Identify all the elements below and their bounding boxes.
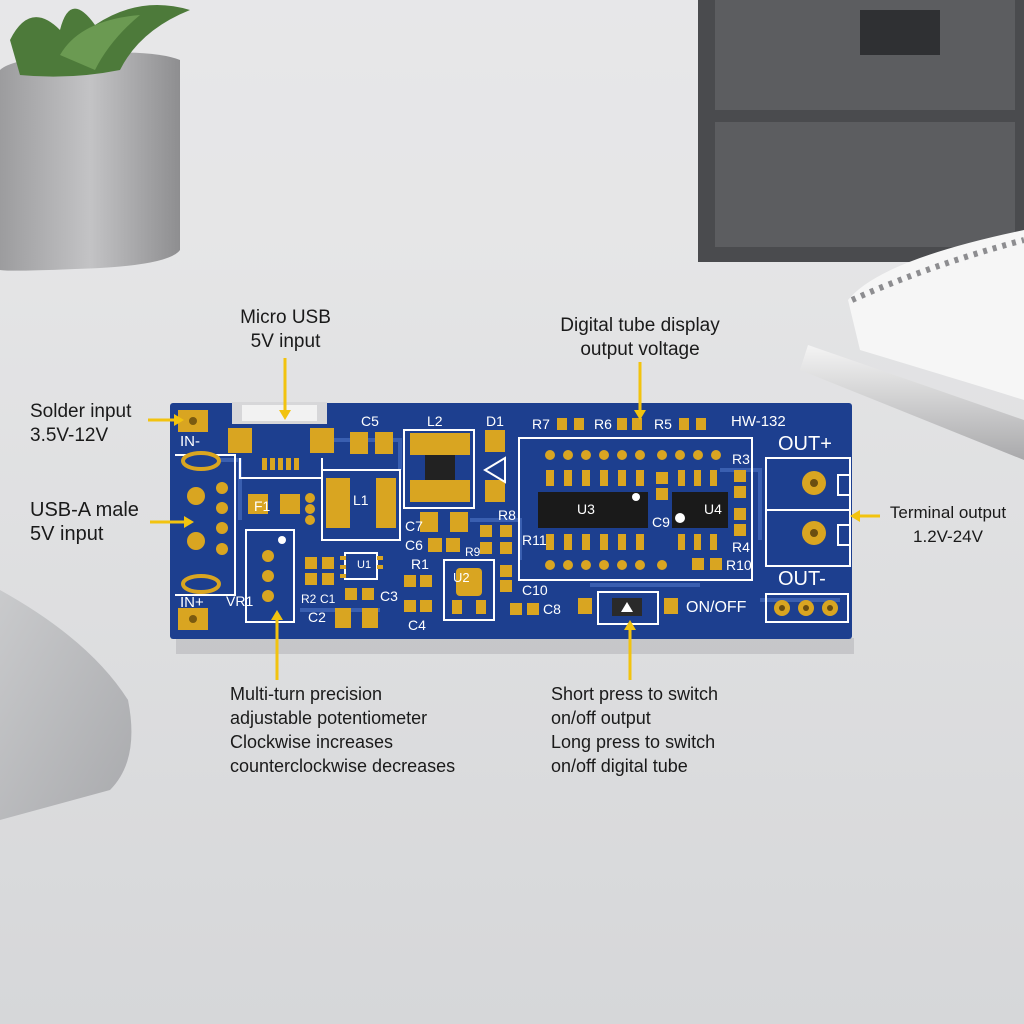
terminal-output-callout: Terminal output 1.2V-24V [878, 501, 1018, 549]
micro-usb-callout-line-1: Micro USB [240, 307, 331, 328]
terminal-output-callout-line-2: 1.2V-24V [913, 527, 983, 546]
potentiometer-callout-line-4: counterclockwise decreases [230, 756, 456, 776]
designator-c2: C2 [308, 609, 326, 625]
designator-r6: R6 [594, 416, 612, 432]
solder-input-callout: Solder input 3.5V-12V [30, 400, 131, 448]
notebook-decor [848, 230, 1024, 400]
designator-r9: R9 [465, 545, 481, 559]
switch-callout-line-4: on/off digital tube [551, 756, 688, 776]
designator-u1: U1 [357, 559, 371, 571]
designator-r11: R11 [522, 532, 547, 548]
designator-r10: R10 [726, 557, 752, 573]
designator-u4: U4 [704, 501, 722, 517]
designator-r7: R7 [532, 416, 550, 432]
designator-r2: R2 [301, 592, 317, 606]
laptop-decor [0, 590, 132, 820]
usb-a-callout: USB-A male 5V input [30, 498, 139, 546]
designator-c5: C5 [361, 413, 379, 429]
designator-r5: R5 [654, 416, 672, 432]
usb-a-callout-line-2: 5V input [30, 523, 104, 545]
designator-c1: C1 [320, 592, 336, 606]
callout-arrows [148, 358, 880, 680]
pen-decor [800, 345, 1024, 460]
switch-callout-line-1: Short press to switch [551, 684, 719, 704]
designator-r4: R4 [732, 539, 750, 555]
switch-callout-line-2: on/off output [551, 708, 651, 728]
u3-pins [545, 450, 645, 570]
designator-l2: L2 [427, 413, 443, 429]
pin-in-minus-label: IN- [180, 433, 200, 450]
out-minus-label: OUT- [778, 568, 826, 590]
designator-u3: U3 [577, 501, 595, 517]
designator-c9: C9 [652, 514, 670, 530]
designator-r8: R8 [498, 507, 516, 523]
designator-u2: U2 [453, 570, 470, 585]
designator-c3: C3 [380, 588, 398, 604]
digital-tube-callout-line-2: output voltage [580, 339, 700, 360]
designator-r3: R3 [732, 451, 750, 467]
u3-chip [538, 492, 648, 528]
designator-d1: D1 [486, 413, 504, 429]
digital-tube-callout: Digital tube display output voltage [535, 314, 745, 362]
designator-l1: L1 [353, 492, 369, 508]
designator-f1: F1 [254, 498, 271, 514]
model-label: HW-132 [731, 413, 786, 430]
terminal-output-callout-line-1: Terminal output [889, 503, 1007, 522]
potentiometer-callout-line-2: adjustable potentiometer [230, 708, 428, 728]
designator-c4: C4 [408, 617, 426, 633]
designator-c7: C7 [405, 518, 423, 534]
designator-r1: R1 [411, 556, 429, 572]
switch-label: ON/OFF [686, 599, 747, 616]
digital-tube-callout-line-1: Digital tube display [560, 315, 720, 336]
pin-in-plus-label: IN+ [180, 594, 204, 611]
solder-input-callout-line-1: Solder input [30, 401, 132, 422]
potentiometer-callout-line-3: Clockwise increases [230, 732, 394, 752]
switch-callout-line-3: Long press to switch [551, 732, 716, 752]
switch-callout: Short press to switch on/off output Long… [551, 682, 718, 778]
designator-c8: C8 [543, 601, 561, 617]
usb-a-callout-line-1: USB-A male [30, 499, 139, 521]
plant-pot-decor [0, 5, 190, 271]
designator-vr1: VR1 [226, 593, 253, 609]
solder-input-callout-line-2: 3.5V-12V [30, 425, 109, 446]
out-plus-label: OUT+ [778, 433, 832, 455]
pcb-board: IN- IN+ HW-132 OUT+ OUT- ON/OFF C5 L2 D1… [170, 402, 852, 639]
micro-usb-callout: Micro USB 5V input [228, 306, 343, 354]
potentiometer-callout: Multi-turn precision adjustable potentio… [230, 682, 455, 778]
storage-box-decor [698, 0, 1024, 262]
designator-c6: C6 [405, 537, 423, 553]
micro-usb-callout-line-2: 5V input [250, 331, 321, 352]
potentiometer-callout-line-1: Multi-turn precision [230, 684, 383, 704]
designator-c10: C10 [522, 582, 548, 598]
